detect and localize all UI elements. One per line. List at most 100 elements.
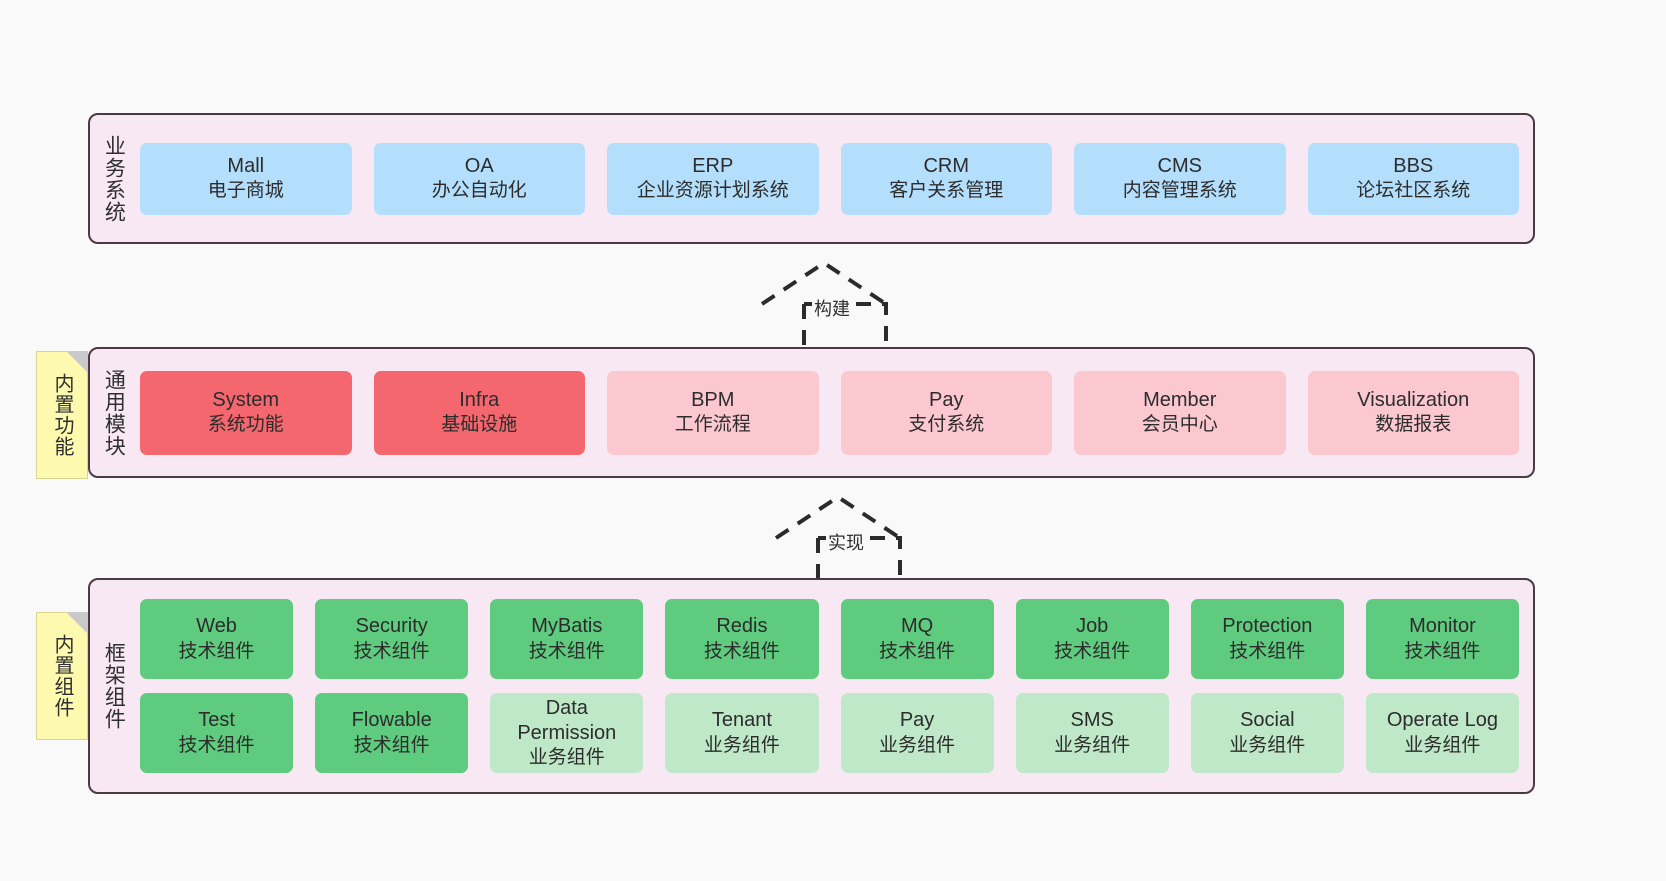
node-system[interactable]: System 系统功能 [140, 370, 352, 455]
node-name: MQ [900, 615, 934, 638]
layer-row: Mall 电子商城 OA 办公自动化 ERP 企业资源计划系统 CRM 客户关系… [140, 142, 1519, 215]
node-flowable[interactable]: Flowable 技术组件 [315, 693, 469, 773]
node-desc: 业务组件 [1404, 734, 1481, 756]
node-infra[interactable]: Infra 基础设施 [373, 370, 585, 455]
node-desc: 内容管理系统 [1122, 180, 1237, 202]
node-oa[interactable]: OA 办公自动化 [373, 142, 585, 215]
node-name: MyBatis [531, 615, 603, 638]
node-desc: 技术组件 [178, 640, 255, 662]
node-security[interactable]: Security 技术组件 [315, 599, 469, 679]
node-redis[interactable]: Redis 技术组件 [665, 599, 819, 679]
layer-row: Web 技术组件 Security 技术组件 MyBatis 技术组件 Redi… [140, 599, 1519, 679]
layer-title-common: 通用模块 [102, 368, 126, 457]
node-name: Web [196, 615, 237, 638]
node-desc: 技术组件 [1054, 640, 1131, 662]
layer-body-common: System 系统功能 Infra 基础设施 BPM 工作流程 Pay 支付系统… [136, 349, 1533, 476]
node-protection[interactable]: Protection 技术组件 [1190, 599, 1344, 679]
node-desc: 办公自动化 [431, 180, 527, 202]
node-mq[interactable]: MQ 技术组件 [840, 599, 994, 679]
node-pay-component[interactable]: Pay 业务组件 [840, 693, 994, 773]
node-name: Security [355, 615, 428, 638]
node-desc: 基础设施 [441, 414, 518, 436]
node-monitor[interactable]: Monitor 技术组件 [1365, 599, 1519, 679]
connector-implement: 实现 [766, 492, 946, 582]
node-name: ERP [692, 154, 734, 177]
node-name: BPM [691, 388, 735, 411]
node-operate-log[interactable]: Operate Log 业务组件 [1365, 693, 1519, 773]
node-desc: 数据报表 [1375, 414, 1452, 436]
node-desc: 业务组件 [1054, 734, 1131, 756]
node-desc: 业务组件 [879, 734, 956, 756]
node-test[interactable]: Test 技术组件 [140, 693, 294, 773]
layer-common-modules: 通用模块 System 系统功能 Infra 基础设施 BPM 工作流程 Pay… [88, 347, 1535, 478]
node-data-permission[interactable]: Data Permission 业务组件 [490, 693, 644, 773]
node-name: System [212, 388, 280, 411]
node-web[interactable]: Web 技术组件 [140, 599, 294, 679]
node-name: Test [198, 709, 235, 732]
node-name: Data Permission [517, 696, 617, 745]
node-name: Pay [899, 709, 935, 732]
node-name: Operate Log [1386, 709, 1499, 732]
node-desc: 技术组件 [703, 640, 780, 662]
node-bbs[interactable]: BBS 论坛社区系统 [1307, 142, 1519, 215]
node-desc: 技术组件 [353, 734, 430, 756]
connector-build: 构建 [752, 258, 932, 348]
node-name: OA [464, 154, 494, 177]
layer-business-systems: 业务系统 Mall 电子商城 OA 办公自动化 ERP 企业资源计划系统 CRM… [88, 113, 1535, 244]
node-tenant[interactable]: Tenant 业务组件 [665, 693, 819, 773]
node-desc: 电子商城 [207, 180, 284, 202]
dashed-generalization-arrow-icon [760, 260, 888, 348]
node-social[interactable]: Social 业务组件 [1190, 693, 1344, 773]
layer-title-business: 业务系统 [102, 134, 126, 223]
connector-label-build: 构建 [812, 295, 852, 321]
node-name: BBS [1393, 154, 1434, 177]
node-name: SMS [1070, 709, 1114, 732]
node-desc: 企业资源计划系统 [636, 180, 789, 202]
node-job[interactable]: Job 技术组件 [1015, 599, 1169, 679]
node-desc: 技术组件 [353, 640, 430, 662]
node-name: Social [1240, 709, 1295, 732]
node-visualization[interactable]: Visualization 数据报表 [1307, 370, 1519, 455]
node-name: Tenant [711, 709, 772, 732]
node-name: CMS [1157, 154, 1202, 177]
layer-framework-components: 框架组件 Web 技术组件 Security 技术组件 MyBatis 技术组件… [88, 578, 1535, 794]
layer-row: System 系统功能 Infra 基础设施 BPM 工作流程 Pay 支付系统… [140, 370, 1519, 455]
layer-title-framework: 框架组件 [102, 642, 126, 730]
layer-body-business: Mall 电子商城 OA 办公自动化 ERP 企业资源计划系统 CRM 客户关系… [136, 115, 1533, 242]
node-name: Visualization [1357, 388, 1470, 411]
node-erp[interactable]: ERP 企业资源计划系统 [607, 142, 819, 215]
node-desc: 技术组件 [879, 640, 956, 662]
node-desc: 技术组件 [1404, 640, 1481, 662]
node-desc: 技术组件 [1229, 640, 1306, 662]
node-desc: 业务组件 [703, 734, 780, 756]
layer-body-framework: Web 技术组件 Security 技术组件 MyBatis 技术组件 Redi… [136, 580, 1533, 792]
node-mybatis[interactable]: MyBatis 技术组件 [490, 599, 644, 679]
node-desc: 客户关系管理 [889, 180, 1004, 202]
node-cms[interactable]: CMS 内容管理系统 [1074, 142, 1286, 215]
node-name: Mall [227, 154, 265, 177]
node-bpm[interactable]: BPM 工作流程 [607, 370, 819, 455]
node-name: Infra [459, 388, 500, 411]
dashed-generalization-arrow-icon [774, 494, 902, 582]
node-desc: 技术组件 [528, 640, 605, 662]
connector-label-implement: 实现 [826, 529, 866, 555]
note-builtin-components: 内置组件 [36, 612, 88, 740]
node-name: Flowable [351, 709, 432, 732]
node-desc: 业务组件 [1229, 734, 1306, 756]
layer-row: Test 技术组件 Flowable 技术组件 Data Permission … [140, 693, 1519, 773]
node-name: Redis [716, 615, 768, 638]
node-desc: 工作流程 [674, 414, 751, 436]
node-desc: 会员中心 [1141, 414, 1218, 436]
node-mall[interactable]: Mall 电子商城 [140, 142, 352, 215]
node-crm[interactable]: CRM 客户关系管理 [840, 142, 1052, 215]
node-name: Protection [1222, 615, 1313, 638]
node-member[interactable]: Member 会员中心 [1074, 370, 1286, 455]
node-name: Monitor [1409, 615, 1476, 638]
node-pay[interactable]: Pay 支付系统 [840, 370, 1052, 455]
node-sms[interactable]: SMS 业务组件 [1015, 693, 1169, 773]
node-desc: 支付系统 [908, 414, 985, 436]
note-builtin-features: 内置功能 [36, 351, 88, 479]
node-name: CRM [923, 154, 970, 177]
node-name: Member [1143, 388, 1217, 411]
